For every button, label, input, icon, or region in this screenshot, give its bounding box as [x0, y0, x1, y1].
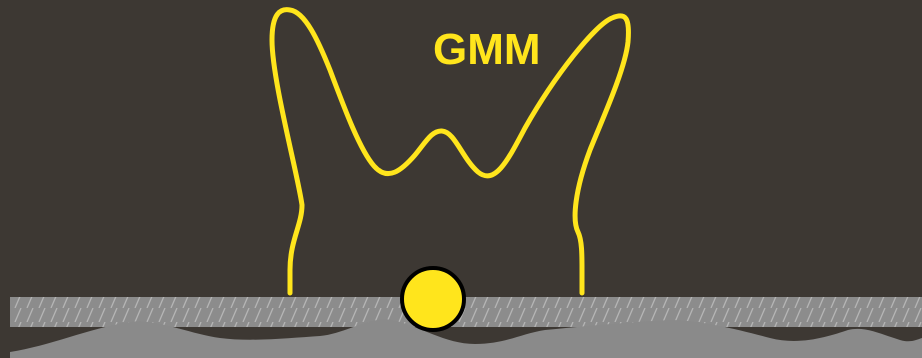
substrate-hatching: [10, 297, 922, 327]
probe-ball: [400, 266, 466, 332]
rough-substrate-layer: [10, 319, 922, 358]
gmm-potential-curve: [269, 7, 631, 296]
gmm-label: GMM: [433, 25, 541, 74]
